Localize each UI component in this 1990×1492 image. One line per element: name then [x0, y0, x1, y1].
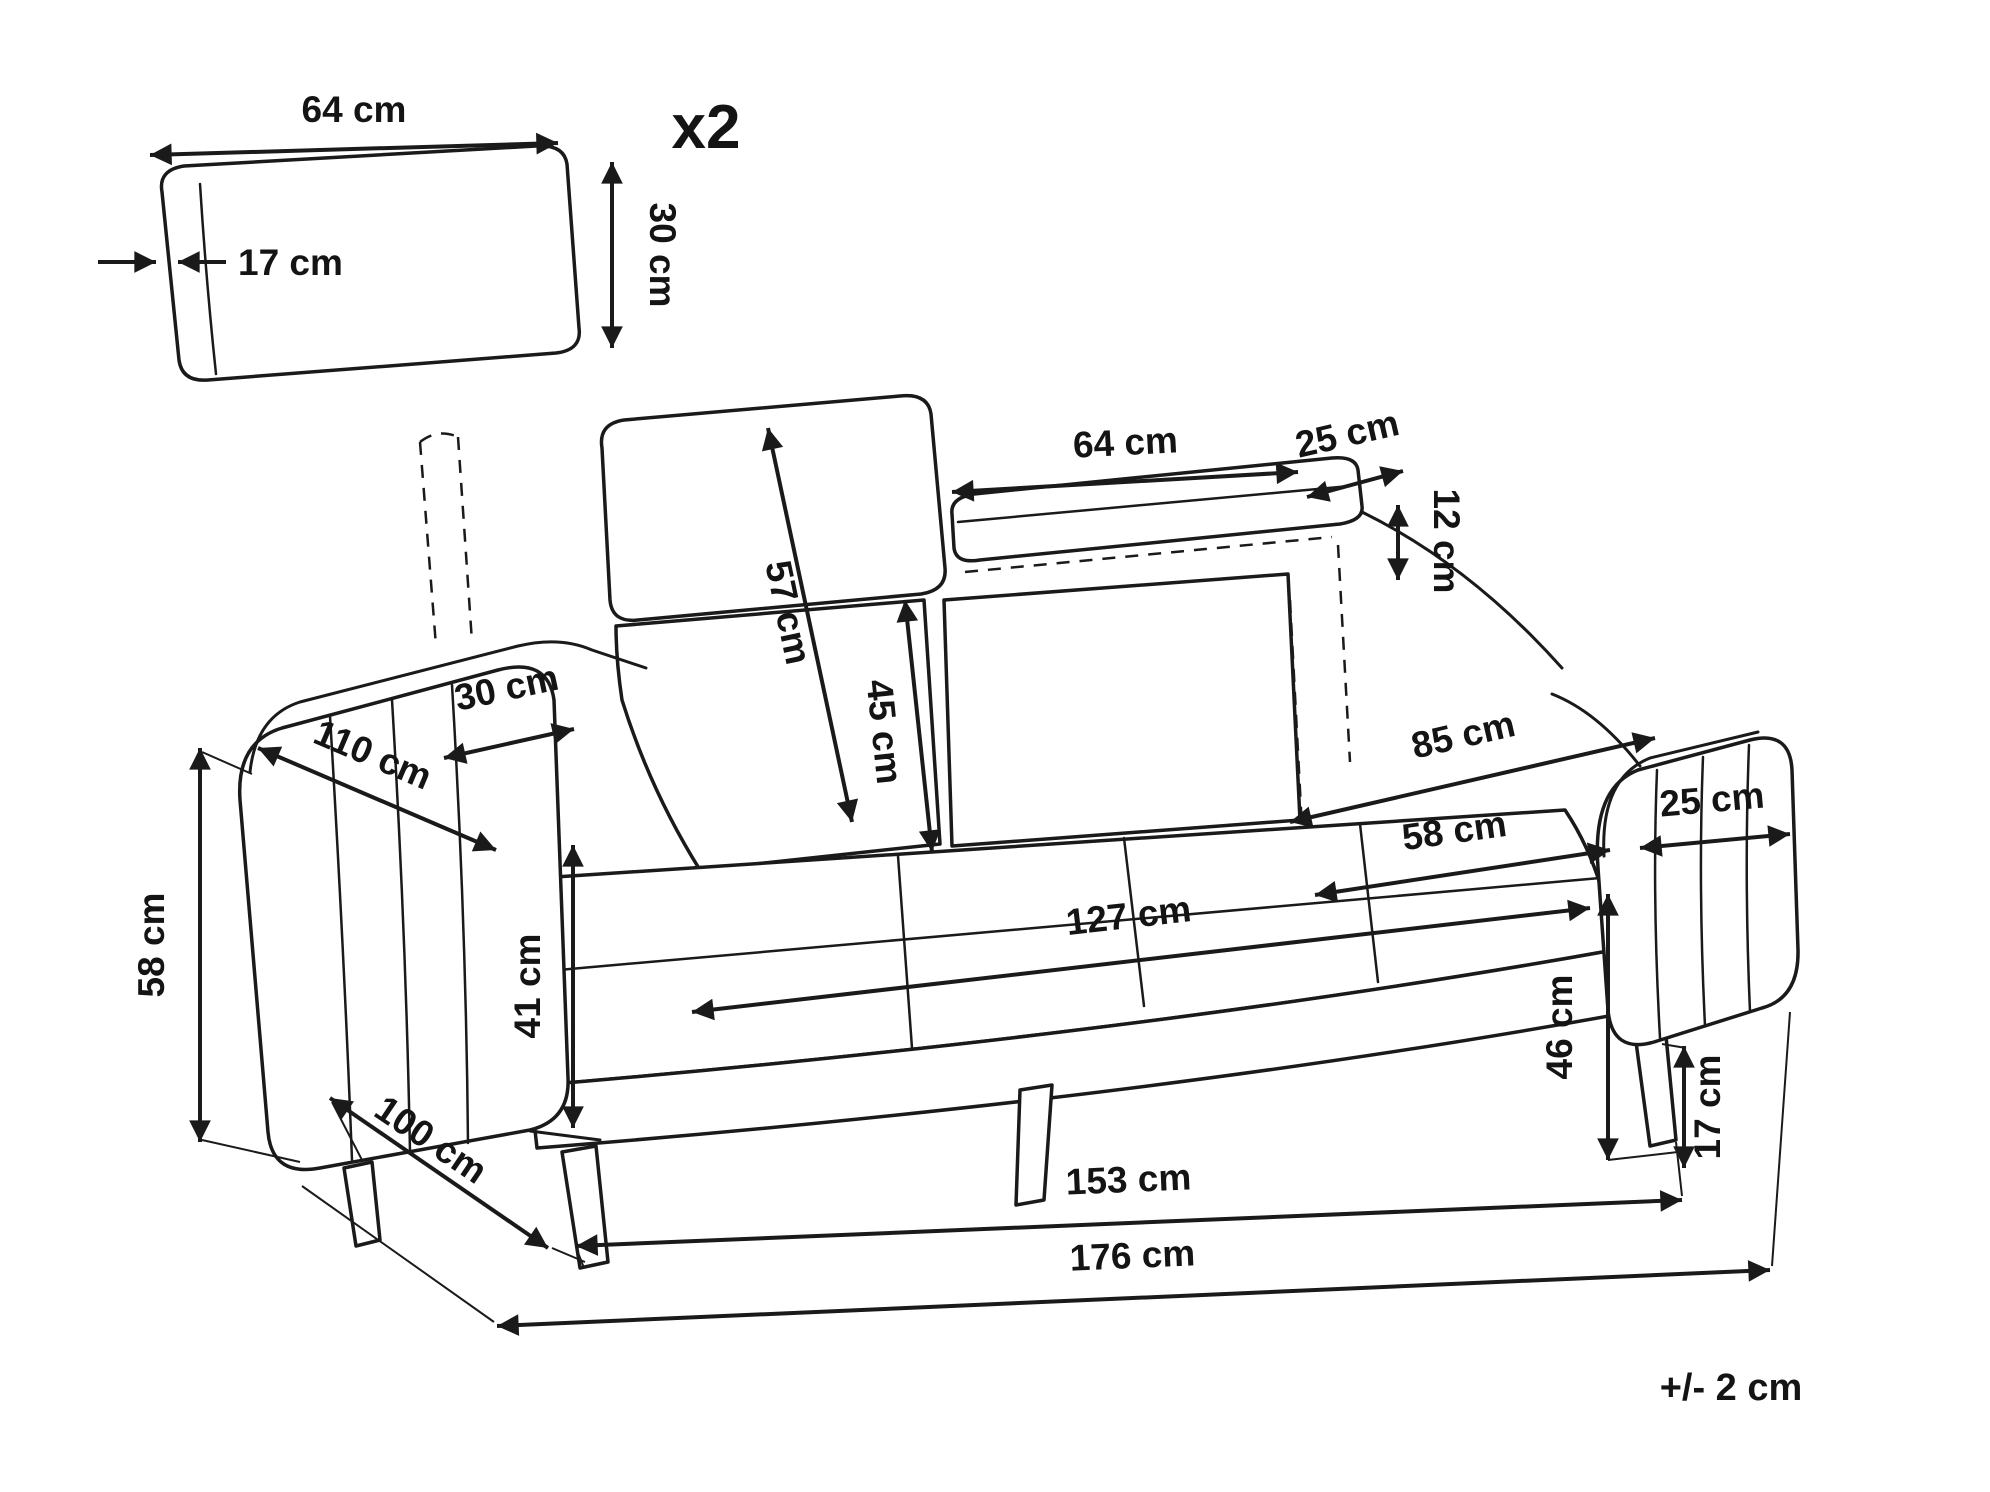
right-armrest-channel-3 — [1745, 743, 1752, 1014]
dim-seat-height-label: 46 cm — [1539, 975, 1580, 1080]
sofa-leg-back-left — [342, 1160, 382, 1248]
tolerance-note: +/- 2 cm — [1660, 1367, 1803, 1409]
right-armrest-channel-1 — [1653, 768, 1662, 1040]
dim-seat-depth-with-back-label: 85 cm — [1407, 703, 1518, 767]
sofa-back-cushion-right — [942, 572, 1302, 848]
cushion-quantity-label: x2 — [672, 93, 741, 162]
dim-headrest-depth-line — [1306, 466, 1404, 502]
dim-cushion-height-label: 30 cm — [642, 203, 683, 308]
ext-base-width-right — [1675, 1141, 1683, 1197]
cushion-outline — [159, 144, 582, 382]
dim-leg-height-label: 17 cm — [1687, 1055, 1728, 1160]
dim-seat-width-line — [691, 899, 1591, 1021]
dashed-headrest-alt-right — [456, 436, 474, 643]
dashed-under-right-headrest — [964, 535, 1333, 574]
ext-total-width-right — [1771, 1011, 1791, 1267]
sofa-leg-center — [1014, 1083, 1054, 1207]
dim-cushion-width-line — [149, 132, 559, 166]
dim-cushion-width-label: 64 cm — [302, 89, 407, 130]
dim-headrest-depth-label: 25 cm — [1291, 402, 1402, 466]
ext-total-height-bottom — [201, 1139, 301, 1163]
ext-total-width-left — [301, 1185, 495, 1323]
dim-headrest-width-label: 64 cm — [1072, 419, 1179, 465]
dim-back-total-height-line — [761, 427, 859, 823]
dim-cushion-thickness-label: 17 cm — [238, 242, 343, 283]
ext-seat-height-bottom — [1607, 1151, 1679, 1161]
cushion-gusset-seam — [198, 182, 218, 376]
dim-total-width-line — [496, 1260, 1771, 1336]
dashed-back-right-vertical-2 — [1336, 544, 1352, 763]
dashed-headrest-alt-left — [418, 441, 438, 647]
dim-total-width-label: 176 cm — [1069, 1232, 1196, 1278]
dim-armrest-width-label: 25 cm — [1658, 775, 1766, 825]
dim-seat-depth-with-back-line — [1289, 732, 1656, 828]
dim-base-width-line — [575, 1190, 1683, 1256]
dim-base-width-label: 153 cm — [1065, 1156, 1192, 1202]
left-armrest-top-roll — [248, 640, 648, 774]
dim-armrest-width-line — [1639, 825, 1791, 857]
dim-headrest-width-line — [951, 462, 1299, 502]
sofa-leg-front-left — [560, 1144, 610, 1270]
cushion-group: 64 cm 17 cm 30 cm x2 — [98, 89, 741, 382]
dim-floor-depth-line — [328, 1096, 550, 1250]
sofa-leg-right — [1634, 1034, 1678, 1148]
dim-back-cushion-height-line — [896, 599, 941, 853]
sofa-right-headrest — [950, 456, 1364, 563]
right-armrest-channel-2 — [1699, 755, 1707, 1028]
right-armrest-back-edge — [1550, 692, 1642, 768]
sofa-drawing — [237, 393, 1800, 1270]
dashed-headrest-alt-top — [419, 432, 459, 443]
dim-seat-depth-line — [1314, 842, 1611, 903]
dim-armrest-height-label: 41 cm — [507, 934, 548, 1039]
dim-side-depth-line — [257, 746, 497, 852]
dim-headrest-thickness-label: 12 cm — [1426, 489, 1467, 594]
ext-floor-depth-front — [551, 1247, 586, 1263]
dim-total-height-label: 58 cm — [131, 893, 172, 998]
